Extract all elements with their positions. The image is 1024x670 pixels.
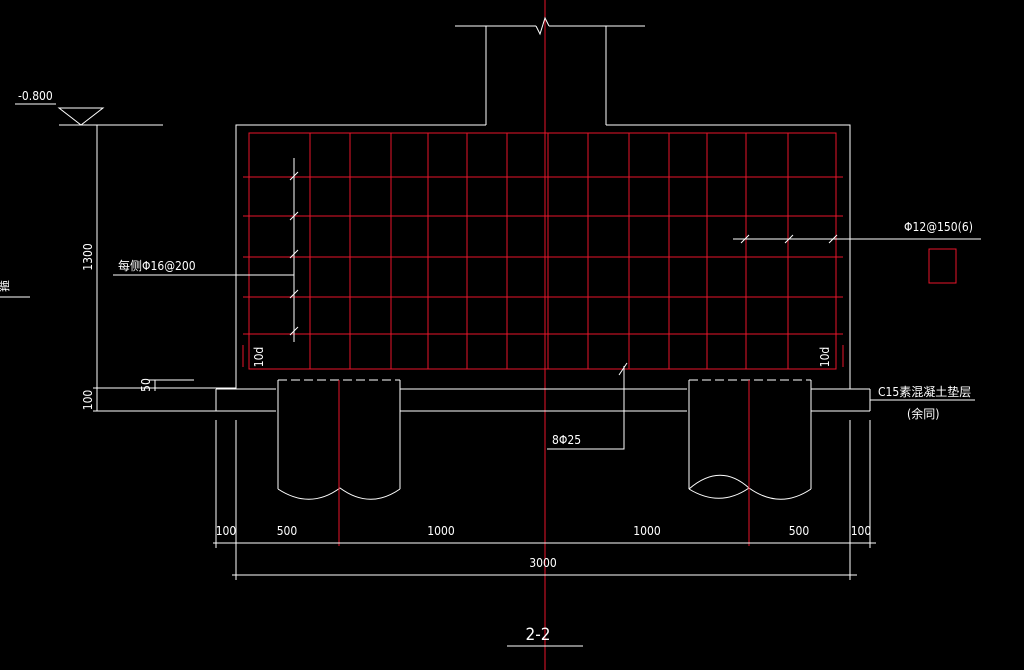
dim-total-label: 3000: [529, 556, 557, 570]
dim-label: 500: [277, 524, 298, 538]
bottom-bar-leader: [547, 366, 625, 450]
rebar-cage: [248, 132, 837, 370]
dim-label: 500: [789, 524, 810, 538]
dim-label: 100: [216, 524, 237, 538]
pile-right: [687, 379, 812, 546]
column-stub: [455, 16, 645, 125]
dim-label: 1000: [633, 524, 661, 538]
dim-label: 1000: [427, 524, 455, 538]
small-dimension-label: 50: [139, 378, 153, 392]
cover-dimension-label: 100: [81, 390, 95, 411]
cushion-label: C15素混凝土垫层: [878, 384, 971, 399]
cushion-note: (余同): [907, 406, 939, 421]
anchor-left-label: 10d: [252, 347, 266, 368]
left-edge-label: 箍: [0, 280, 11, 292]
stirrup-label: Φ12@150(6): [904, 220, 973, 234]
bottom-bar-label: 8Φ25: [552, 433, 581, 447]
bottom-dimension-lines: [213, 420, 876, 580]
pile-left: [276, 379, 401, 546]
elevation-label: -0.800: [18, 89, 53, 103]
dim-label: 100: [851, 524, 872, 538]
side-bar-label: 每侧Φ16@200: [118, 258, 196, 273]
left-vertical-dimensions: [0, 125, 236, 412]
side-bar-ticks: [289, 171, 299, 336]
elevation-marker: [15, 103, 163, 126]
section-title: 2-2: [526, 625, 551, 645]
rebar-grid: [242, 133, 844, 369]
anchor-right-label: 10d: [818, 347, 832, 368]
stirrup-detail-box: [928, 248, 957, 284]
bottom-bar-marker: [618, 362, 628, 376]
stirrup-ticks: [740, 234, 838, 244]
height-dimension-label: 1300: [81, 243, 95, 271]
